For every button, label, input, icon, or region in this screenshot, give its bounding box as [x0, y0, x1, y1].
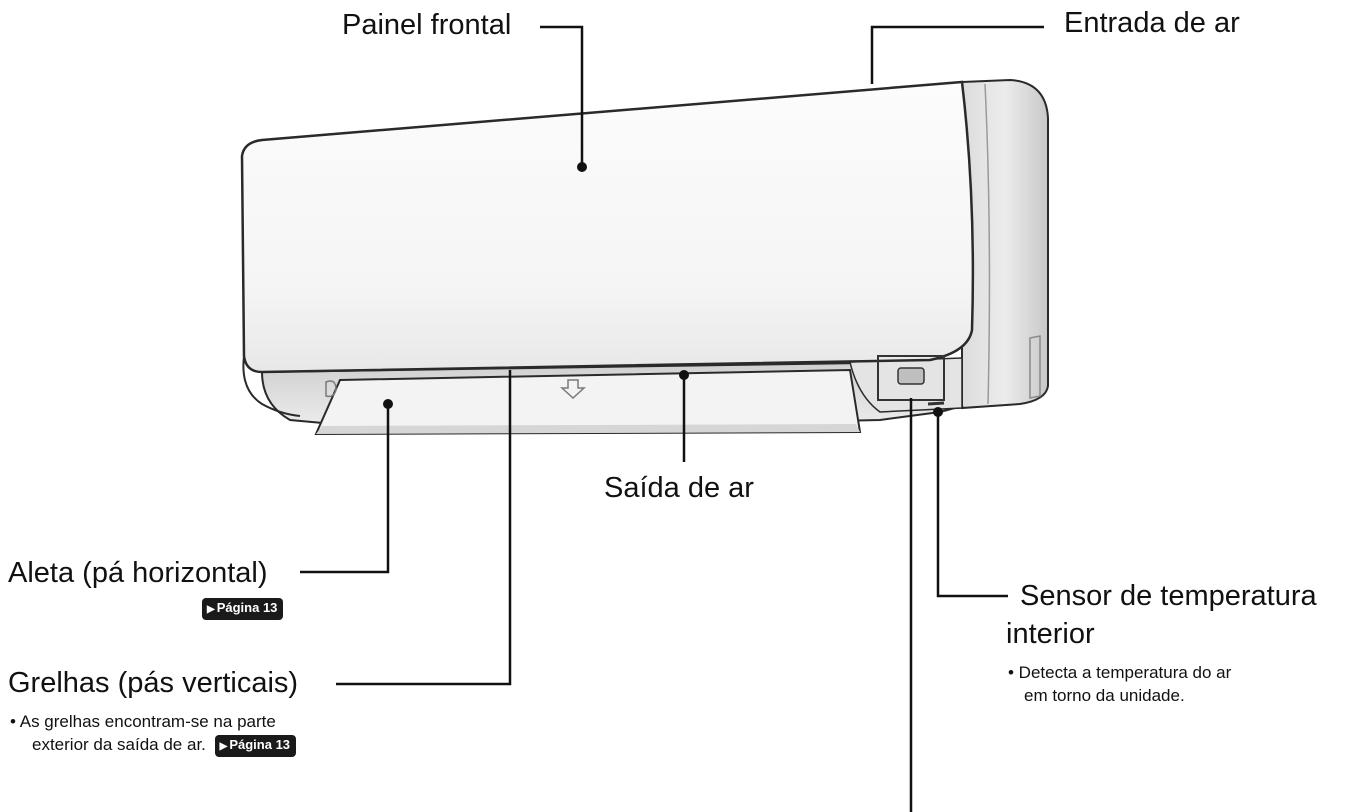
label-entrada-de-ar: Entrada de ar	[1064, 7, 1240, 39]
label-saida-de-ar: Saída de ar	[604, 472, 754, 504]
page-ref-grelhas[interactable]: ▶Página 13	[214, 734, 297, 757]
leader-grelhas	[336, 370, 512, 686]
page-ref-text: Página 13	[216, 600, 278, 615]
side-casing-slot	[1029, 335, 1041, 399]
label-painel-frontal: Painel frontal	[342, 9, 512, 41]
dot-sensor	[933, 407, 943, 417]
leader-painel-frontal	[540, 25, 584, 167]
note-sensor-2: em torno da unidade.	[1024, 686, 1185, 705]
note-sensor-1: • Detecta a temperatura do ar	[1008, 663, 1232, 682]
leader-sensor	[936, 412, 1008, 598]
side-casing-inner-edge	[984, 83, 991, 405]
temperature-sensor	[927, 401, 945, 406]
dot-aleta	[383, 399, 393, 409]
front-panel-curl	[242, 355, 301, 417]
page-ref-text: Página 13	[229, 736, 291, 752]
leader-lines	[300, 25, 1044, 812]
page-ref-aleta[interactable]: ▶Página 13	[202, 598, 284, 620]
unit-side-casing	[961, 78, 1049, 410]
note-grelhas-1: • As grelhas encontram-se na parte	[10, 712, 276, 731]
sensor-window	[897, 367, 925, 385]
play-icon: ▶	[207, 604, 215, 615]
dot-saida-de-ar	[679, 370, 689, 380]
front-panel	[240, 80, 975, 374]
leader-entrada-de-ar	[870, 25, 1044, 84]
dot-painel-frontal	[577, 162, 587, 172]
flap-edge-shade	[316, 424, 860, 434]
leader-dots	[383, 162, 943, 417]
outlet-arrow-glyph	[560, 379, 586, 400]
label-sensor-line1: Sensor de temperatura	[1020, 580, 1317, 612]
play-icon: ▶	[219, 740, 228, 752]
label-grelhas: Grelhas (pás verticais)	[8, 667, 299, 699]
label-sensor-line2: interior	[1006, 618, 1095, 650]
note-grelhas-2-text: exterior da saída de ar.	[32, 735, 206, 754]
note-grelhas-2: exterior da saída de ar. ▶Página 13	[32, 733, 297, 757]
leader-aleta	[300, 404, 390, 574]
label-aleta: Aleta (pá horizontal)	[8, 557, 268, 589]
flap-hinge-glyph	[325, 380, 337, 398]
